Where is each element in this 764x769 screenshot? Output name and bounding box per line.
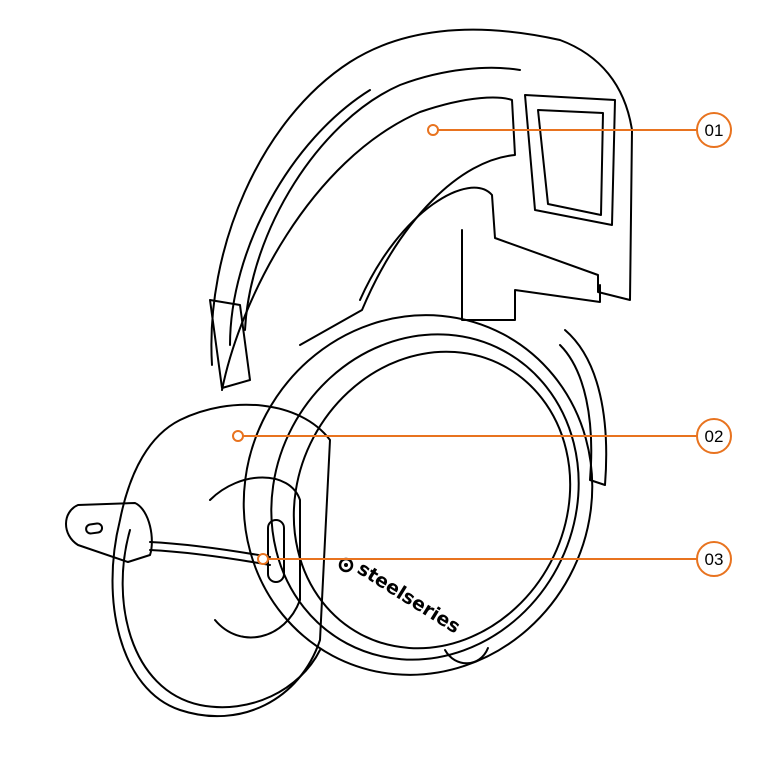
front-earcup-outer (242, 314, 594, 676)
steelseries-logo (338, 557, 354, 573)
callout-dot-01 (427, 124, 439, 136)
mic-slot (267, 519, 285, 583)
rear-earcup-rim (121, 529, 321, 709)
band-tip-left (209, 299, 251, 389)
yoke-arm-right (559, 329, 608, 486)
callout-dot-03 (257, 553, 269, 565)
headband-inner-2 (229, 89, 371, 346)
earcup-nub (444, 647, 489, 665)
slider-block (524, 94, 616, 226)
mic-indicator (85, 522, 104, 535)
callout-label-01: 01 (705, 121, 724, 140)
slider-window (537, 109, 604, 216)
callout-01: 01 (696, 112, 732, 148)
rear-cushion-inner (209, 476, 301, 639)
callout-dot-02 (232, 430, 244, 442)
mic-boom (149, 541, 271, 558)
rear-ear-cushion (111, 403, 331, 718)
mic-boom-2 (149, 549, 271, 566)
callout-label-02: 02 (705, 427, 724, 446)
headband-inner (244, 66, 521, 331)
suspension-band (221, 96, 516, 391)
brand-wordmark: steelseries (353, 558, 464, 639)
mic-head (65, 502, 153, 563)
yoke (461, 229, 601, 321)
callout-02: 02 (696, 418, 732, 454)
front-earcup-rim (270, 333, 580, 661)
callout-label-03: 03 (705, 550, 724, 569)
front-earcup-plate (292, 350, 572, 650)
headband-outer (210, 28, 633, 366)
callout-03: 03 (696, 541, 732, 577)
